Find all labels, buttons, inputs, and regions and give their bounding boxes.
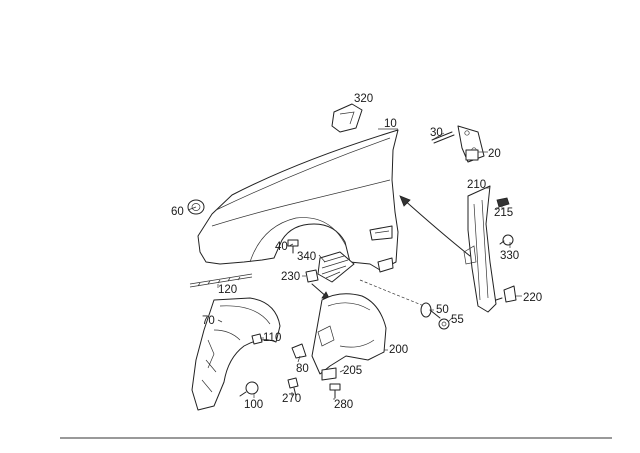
label-230: 230 bbox=[281, 271, 300, 283]
part-215-clip bbox=[496, 197, 510, 210]
part-330-screw bbox=[499, 234, 514, 246]
part-230-clip bbox=[305, 269, 319, 283]
part-210-support bbox=[463, 185, 497, 313]
label-70: 70 bbox=[202, 315, 215, 327]
label-120: 120 bbox=[218, 284, 237, 296]
label-215: 215 bbox=[494, 207, 513, 219]
label-80: 80 bbox=[296, 363, 309, 375]
assembly-arrow bbox=[401, 197, 471, 257]
label-110: 110 bbox=[263, 332, 281, 344]
part-80-clip bbox=[291, 343, 307, 359]
label-60: 60 bbox=[171, 206, 184, 218]
part-20-bracket bbox=[457, 125, 485, 163]
assembly-arrowhead bbox=[399, 195, 411, 207]
label-320: 320 bbox=[354, 93, 373, 105]
part-200-liner bbox=[311, 293, 387, 375]
part-340-grille bbox=[317, 251, 355, 283]
label-40: 40 bbox=[275, 241, 288, 253]
part-70-liner bbox=[191, 297, 281, 411]
label-200: 200 bbox=[389, 344, 408, 356]
label-20: 20 bbox=[488, 148, 501, 160]
label-220: 220 bbox=[523, 292, 542, 304]
part-220-bolt bbox=[495, 285, 517, 303]
part-100-screw bbox=[239, 381, 259, 397]
part-320-bracket bbox=[331, 103, 363, 133]
label-330: 330 bbox=[500, 250, 519, 262]
label-280: 280 bbox=[334, 399, 353, 411]
part-40-screw bbox=[287, 239, 299, 254]
part-205-bracket bbox=[321, 367, 337, 381]
part-30-pin bbox=[431, 131, 455, 144]
part-270-screw bbox=[287, 377, 299, 397]
label-30: 30 bbox=[430, 127, 443, 139]
part-110-clip bbox=[251, 333, 263, 345]
label-340: 340 bbox=[297, 251, 316, 263]
part-280-bolt bbox=[329, 383, 341, 399]
leader-lines bbox=[187, 128, 522, 400]
label-210: 210 bbox=[467, 179, 486, 191]
label-50: 50 bbox=[436, 304, 449, 316]
label-270: 270 bbox=[282, 393, 301, 405]
label-10: 10 bbox=[384, 118, 397, 130]
label-100: 100 bbox=[244, 399, 263, 411]
label-205: 205 bbox=[343, 365, 362, 377]
part-10-fender bbox=[197, 129, 399, 273]
guide-line-50 bbox=[359, 279, 425, 307]
part-55-nut bbox=[438, 318, 450, 330]
part-120-strip bbox=[189, 273, 253, 288]
label-55: 55 bbox=[451, 314, 464, 326]
